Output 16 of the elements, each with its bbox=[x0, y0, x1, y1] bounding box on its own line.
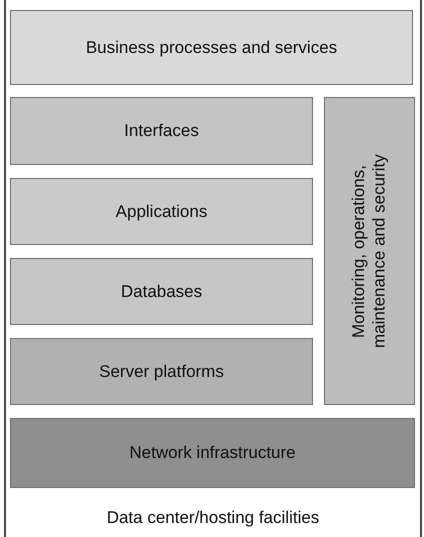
layer-box bbox=[10, 178, 313, 245]
layer-label: Interfaces bbox=[124, 121, 199, 141]
layer-label: Server platforms bbox=[99, 362, 224, 382]
layer-box bbox=[10, 10, 413, 85]
facility-frame bbox=[4, 0, 422, 537]
layer-box bbox=[10, 97, 313, 165]
layer-label: Network infrastructure bbox=[129, 443, 296, 463]
layer-box bbox=[10, 338, 313, 405]
layer-label: Monitoring, operations, maintenance and security bbox=[349, 153, 390, 350]
layer-box bbox=[10, 258, 313, 325]
side-layer-box bbox=[324, 97, 415, 405]
layer-label: Business processes and services bbox=[86, 38, 338, 58]
layer-label: Databases bbox=[120, 282, 202, 302]
layer-label: Applications bbox=[116, 202, 208, 222]
frame-label: Data center/hosting facilities bbox=[106, 508, 320, 528]
layer-box bbox=[10, 418, 415, 488]
